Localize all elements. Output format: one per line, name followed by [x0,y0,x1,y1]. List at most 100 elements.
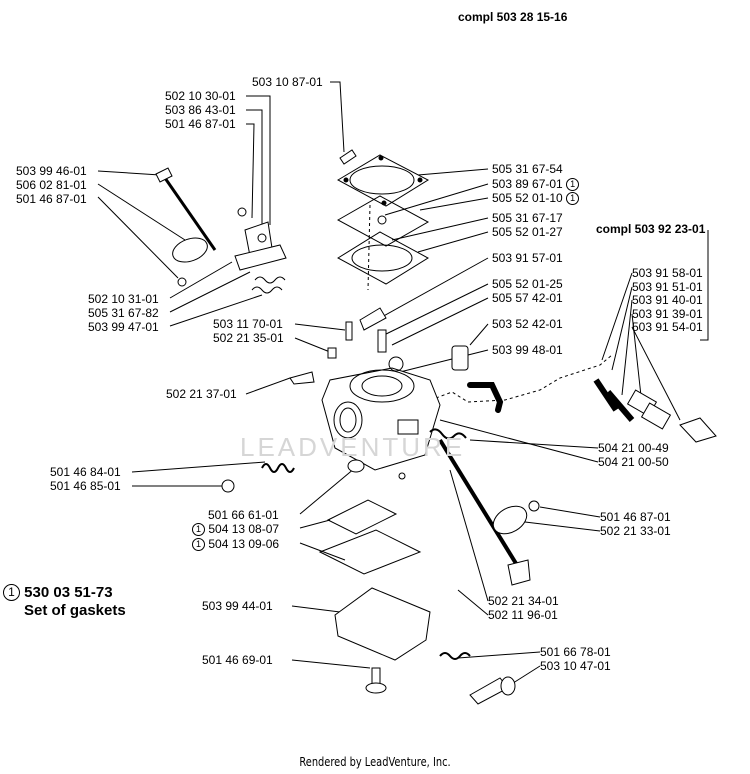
part-label: 501 66 78-01 [540,645,611,659]
part-label: 503 91 57-01 [492,251,563,265]
compl-right-heading: compl 503 92 23-01 [596,222,706,236]
part-label: 503 99 47-01 [88,320,159,334]
pump-diaphragm [318,529,422,575]
leader-line [457,589,489,616]
leader-line [169,271,251,313]
watermark: LEADVENTURE [240,432,466,462]
part-label: 503 99 48-01 [492,343,563,357]
part-label: 503 91 39-01 [632,307,703,321]
part-label: 505 57 42-01 [492,291,563,305]
gasket-marker-icon: 1 [192,523,205,536]
leader-line [246,109,263,228]
part-label: 1 504 13 09-06 [192,538,279,551]
compl-top-heading: compl 503 28 15-16 [458,10,568,24]
part-label: 503 11 70-01 [213,317,283,331]
part-label: 503 91 58-01 [632,266,703,280]
gasket-marker-icon: 1 [192,538,205,551]
footer-credit: Rendered by LeadVenture, Inc. [299,755,451,769]
leader-line [245,377,291,395]
leader-line [131,461,266,473]
leader-line [294,323,346,331]
leader-line [169,294,263,327]
leader-line [700,230,709,341]
l-pin [289,371,315,385]
part-label: 501 46 84-01 [50,465,121,479]
diaphragm [336,195,430,247]
part-label: 503 89 67-01 1 [492,178,580,191]
pump-gasket [326,499,398,535]
part-label: 502 10 30-01 [165,89,236,103]
diaphragm-cover [336,154,430,207]
part-label: 503 91 40-01 [632,293,703,307]
gasket-set-part-number: 530 03 51-73 [24,584,113,601]
part-label: 504 21 00-50 [598,455,669,469]
leader-line [417,231,489,253]
part-label: 505 31 67-54 [492,162,563,176]
part-label: 502 10 31-01 [88,292,159,306]
part-label: 503 99 44-01 [202,599,273,613]
part-label: 505 31 67-17 [492,211,563,225]
part-label: 503 10 47-01 [540,659,611,673]
leader-line [399,349,489,373]
part-label: 503 91 51-01 [632,280,703,294]
leader-line [469,439,599,449]
plug [451,345,469,371]
part-label: 502 11 96-01 [488,608,558,622]
leader-line [524,521,601,532]
leader-line [539,506,601,518]
leader-line [169,261,233,299]
leader-line [246,123,255,219]
leader-line [439,419,599,463]
part-label: 1 504 13 08-07 [192,523,279,536]
gasket [337,231,429,285]
center-line-dashed [367,204,371,291]
screw [339,149,357,165]
leader-line [601,272,633,361]
gasket-marker-icon: 1 [566,192,580,205]
gasket-marker-icon: 1 [566,178,580,191]
leader-line [611,286,633,371]
leader-line [379,257,489,319]
limiter-cap [679,417,717,443]
leader-line [97,183,186,241]
leader-line [469,323,489,346]
part-label: 501 46 69-01 [202,653,273,667]
part-label: 501 46 85-01 [50,479,121,493]
part-label: 503 52 42-01 [492,317,563,331]
leader-line [391,297,489,346]
leader-line [449,469,489,602]
part-label: 501 46 87-01 [600,510,671,524]
leader-line [97,170,161,176]
leader-line [509,665,541,686]
leader-line [291,659,371,669]
part-label: 502 21 35-01 [213,331,284,345]
part-label: 504 21 00-49 [598,441,669,455]
leader-line [291,605,341,613]
leader-line [384,183,489,216]
part-label: 502 21 34-01 [488,594,559,608]
part-label: 503 99 46-01 [16,164,87,178]
leader-line [621,299,633,396]
gasket-set-text: Set of gaskets [24,602,126,619]
leader-line [97,196,179,279]
gasket-set-note: 1 530 03 51-73 Set of gaskets [3,584,126,620]
part-label: 503 10 87-01 [252,75,323,89]
leader-line [419,197,489,211]
leader-line [391,217,489,241]
leader-line [417,168,489,176]
leader-line [299,519,331,529]
part-label: 506 02 81-01 [16,178,87,192]
part-label: 501 66 61-01 [208,508,279,522]
leader-line [330,81,345,153]
part-label: 502 21 37-01 [166,387,237,401]
part-label: 505 31 67-82 [88,306,159,320]
part-label: 502 21 33-01 [600,524,671,538]
inlet-lever [359,307,387,331]
part-label: 503 86 43-01 [165,103,236,117]
gasket-marker-icon: 1 [3,584,20,601]
part-label: 501 46 87-01 [16,192,87,206]
fuel-line-dashed [435,354,613,403]
leader-line [294,337,331,353]
leader-line [457,651,541,659]
